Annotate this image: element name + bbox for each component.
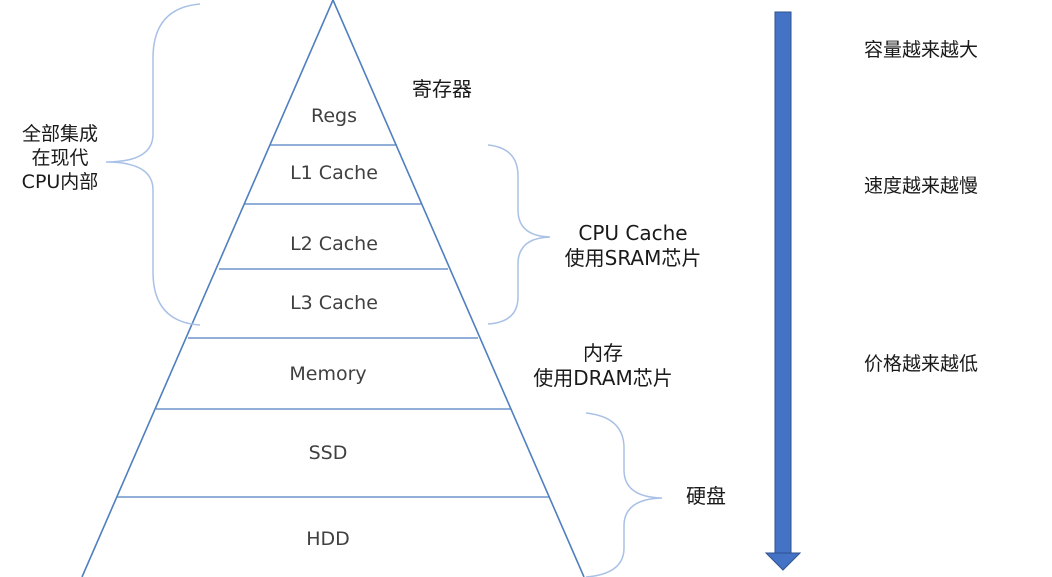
- brace-cpu-cache: [487, 144, 551, 325]
- layer-label-l2-cache: L2 Cache: [290, 233, 378, 255]
- layer-label-l1-cache: L1 Cache: [290, 162, 378, 184]
- annotation-disk: 硬盘: [686, 484, 726, 508]
- trend-arrow-head: [764, 552, 802, 571]
- annotation-registers: 寄存器: [412, 77, 472, 101]
- brace-disk: [585, 412, 663, 577]
- trend-arrow-shaft: [774, 11, 792, 555]
- pyramid-right-edge: [332, 0, 585, 577]
- annotation-cpu-integrated: 全部集成 在现代 CPU内部: [8, 123, 112, 194]
- annotation-cpu-integrated-line3: CPU内部: [21, 170, 99, 193]
- annotation-main-memory: 内存 使用DRAM芯片: [518, 341, 688, 391]
- trend-speed: 速度越来越慢: [864, 175, 979, 197]
- annotation-main-memory-line2: 使用DRAM芯片: [533, 366, 673, 390]
- annotation-cpu-integrated-line2: 在现代: [31, 146, 89, 169]
- layer-label-regs: Regs: [311, 105, 357, 127]
- brace-cpu-integrated: [105, 3, 201, 326]
- annotation-cpu-cache: CPU Cache 使用SRAM芯片: [548, 221, 718, 271]
- trend-price: 价格越来越低: [864, 353, 979, 375]
- pyramid-left-edge: [81, 0, 334, 577]
- layer-label-ssd: SSD: [308, 442, 348, 464]
- annotation-cpu-cache-line2: 使用SRAM芯片: [564, 246, 702, 270]
- layer-label-l3-cache: L3 Cache: [290, 292, 378, 314]
- trend-capacity: 容量越来越大: [864, 39, 979, 61]
- layer-label-memory: Memory: [289, 363, 367, 385]
- layer-label-hdd: HDD: [306, 528, 350, 550]
- annotation-cpu-cache-line1: CPU Cache: [578, 221, 688, 245]
- annotation-cpu-integrated-line1: 全部集成: [21, 123, 98, 145]
- annotation-main-memory-line1: 内存: [583, 341, 623, 365]
